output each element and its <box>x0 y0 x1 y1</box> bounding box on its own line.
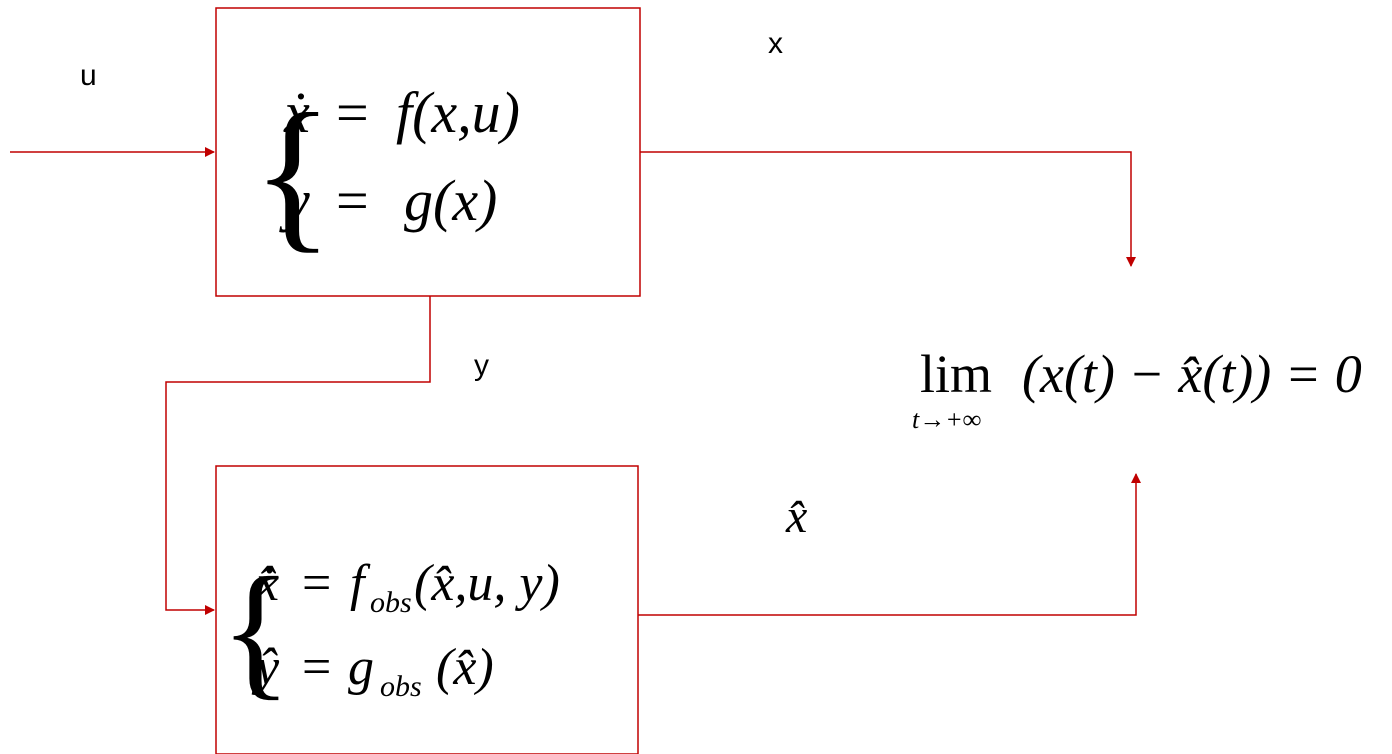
estimate-label: x̂ <box>785 490 807 543</box>
observer-eq2-op: = <box>302 639 331 696</box>
input-label: u <box>80 59 97 92</box>
observer-eq1-f: f <box>350 555 371 612</box>
output-path <box>165 296 431 615</box>
convergence-expr: (x(t) − x̂(t)) = 0 <box>1022 344 1362 404</box>
observer-eq1-args: (x̂,u, y) <box>414 555 560 612</box>
system-eq1-lhs: ẋ <box>283 80 310 145</box>
system-eq1-op: = <box>336 80 369 145</box>
observer-eq1-lhs: x̂̇ <box>255 555 279 612</box>
output-label: y <box>474 349 489 382</box>
system-eq1-rhs: f(x,u) <box>396 80 520 145</box>
convergence-lim: lim <box>920 344 992 404</box>
observer-eq1-sub: obs <box>370 586 412 619</box>
observer-eq2-lhs: ŷ <box>251 639 280 696</box>
state-label: x <box>768 27 783 60</box>
system-eq2-rhs: g(x) <box>404 168 497 233</box>
convergence-sub: t→+∞ <box>912 405 981 434</box>
observer-eq1-op: = <box>302 555 331 612</box>
system-eq2-lhs: y <box>279 168 310 233</box>
observer-brace: { <box>220 547 292 713</box>
observer-eq2-args: (x̂) <box>436 639 494 696</box>
observer-block <box>215 465 639 754</box>
observer-eq2-sub: obs <box>380 670 422 703</box>
observer-eq2-g: g <box>348 639 374 696</box>
state-path <box>640 151 1136 267</box>
estimate-path <box>638 473 1141 616</box>
system-brace: { <box>252 79 334 267</box>
system-eq2-op: = <box>336 168 369 233</box>
